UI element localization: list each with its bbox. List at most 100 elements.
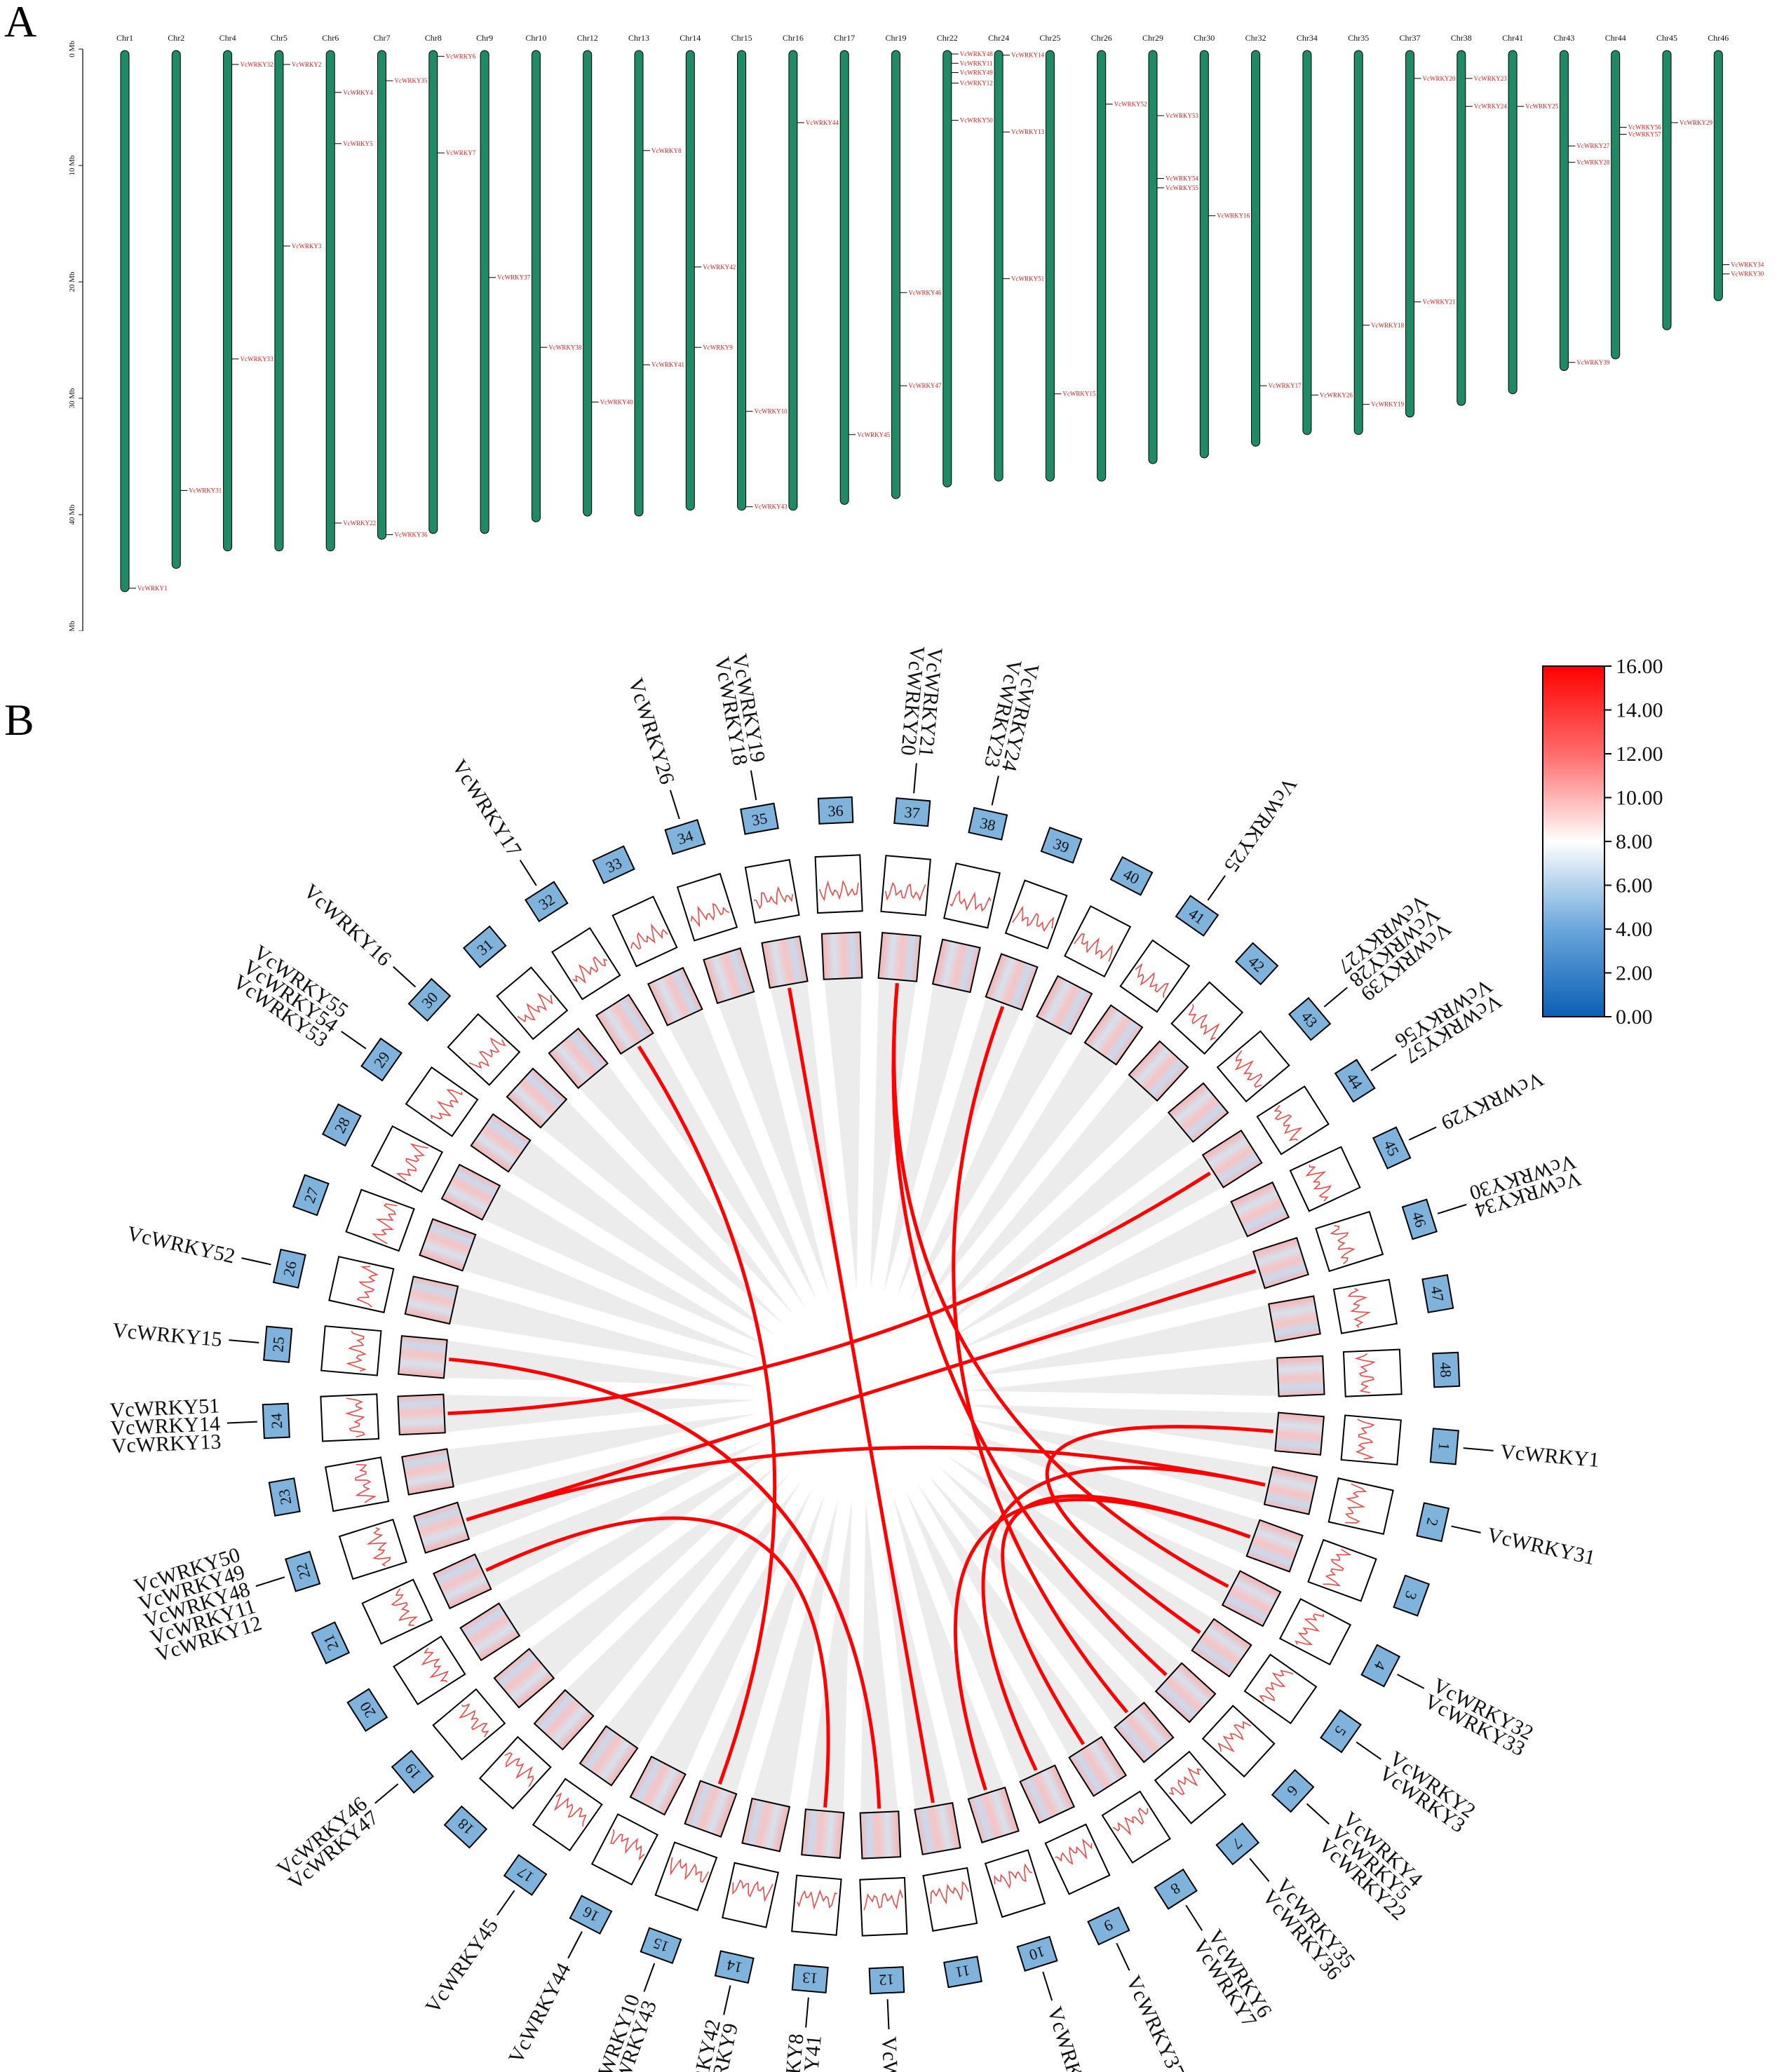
gene-label: VcWRKY14 bbox=[1011, 52, 1044, 59]
density-band bbox=[956, 1193, 1264, 1351]
density-line bbox=[1305, 1164, 1332, 1202]
heatmap-box-frame bbox=[1221, 1570, 1282, 1627]
density-box-frame bbox=[880, 855, 931, 916]
density-box bbox=[1119, 939, 1191, 1013]
density-box bbox=[722, 1862, 779, 1928]
gene-label: VcWRKY13 bbox=[1011, 128, 1044, 135]
gene-connector bbox=[750, 770, 757, 801]
segment-box bbox=[292, 1174, 330, 1217]
segment-box bbox=[321, 1103, 362, 1147]
density-line bbox=[1347, 1287, 1371, 1328]
density-box-frame bbox=[361, 1578, 433, 1645]
segment-box bbox=[346, 1688, 388, 1732]
segment-box bbox=[868, 1966, 905, 1995]
density-box bbox=[1101, 1790, 1171, 1864]
segment-box bbox=[1109, 855, 1154, 896]
chromosome-bar bbox=[891, 50, 900, 499]
density-box-frame bbox=[447, 1013, 521, 1086]
density-box-frame bbox=[328, 1256, 395, 1313]
density-band bbox=[527, 1087, 784, 1325]
density-box-frame bbox=[744, 859, 800, 924]
gene-label: VcWRKY47 bbox=[909, 382, 942, 389]
heatmap-box-frame bbox=[859, 1810, 902, 1860]
segment-box bbox=[268, 1477, 301, 1517]
gene-connector bbox=[1042, 1971, 1053, 2001]
density-band bbox=[748, 1498, 839, 1824]
gene-connector bbox=[1207, 875, 1226, 901]
density-band bbox=[964, 1300, 1292, 1377]
density-band bbox=[766, 964, 843, 1292]
gene-label: VcWRKY35 bbox=[395, 77, 428, 84]
gene-label: VcWRKY10 bbox=[755, 408, 788, 415]
density-box bbox=[405, 1066, 479, 1137]
segment-label-box: 9 bbox=[1087, 1906, 1130, 1946]
chromosome-bar bbox=[325, 50, 335, 552]
segment-box bbox=[285, 1550, 321, 1592]
segment-box bbox=[407, 977, 452, 1022]
gene-name: VcWRKY13 bbox=[111, 1430, 222, 1458]
density-line bbox=[610, 1829, 645, 1861]
chromosome-label: Chr19 bbox=[886, 33, 907, 43]
gene-name: VcWRKY52 bbox=[125, 1221, 237, 1268]
synteny-link bbox=[891, 983, 1168, 1677]
chromosome-bar bbox=[583, 50, 593, 517]
gene-label: VcWRKY16 bbox=[1217, 212, 1250, 219]
heatmap-box-frame bbox=[397, 1393, 446, 1436]
density-box bbox=[654, 1841, 718, 1911]
segment-label-box: 43 bbox=[1288, 996, 1332, 1041]
gene-connector bbox=[241, 1257, 271, 1266]
density-box-frame bbox=[393, 1635, 466, 1705]
heatmap-box bbox=[801, 1808, 845, 1859]
segment-number: 25 bbox=[269, 1336, 288, 1353]
density-line bbox=[1074, 933, 1113, 962]
segment-box bbox=[1320, 1709, 1362, 1754]
segment-box bbox=[740, 802, 779, 835]
density-line bbox=[1188, 1004, 1220, 1041]
gene-label: VcWRKY34 bbox=[1731, 261, 1764, 268]
gene-label: VcWRKY37 bbox=[497, 274, 530, 281]
density-band bbox=[446, 1228, 763, 1360]
heatmap-box-frame bbox=[579, 1725, 639, 1787]
segment-box bbox=[664, 819, 706, 855]
density-box bbox=[532, 1778, 603, 1852]
segment-label-box: 22 bbox=[285, 1550, 321, 1592]
heatmap-box bbox=[1276, 1355, 1325, 1397]
segment-box bbox=[592, 845, 635, 885]
legend-tick-label: 4.00 bbox=[1616, 918, 1653, 941]
density-band bbox=[553, 1472, 790, 1729]
segment-box bbox=[1401, 1198, 1438, 1240]
density-box bbox=[338, 1518, 407, 1580]
density-box bbox=[1243, 1653, 1318, 1725]
gene-connector bbox=[496, 1890, 515, 1916]
gene-label: VcWRKY49 bbox=[960, 69, 993, 76]
density-band bbox=[804, 1500, 852, 1830]
heatmap-box-frame bbox=[398, 1335, 448, 1379]
density-box-frame bbox=[1216, 1030, 1290, 1103]
density-line bbox=[553, 1792, 587, 1827]
segment-box bbox=[462, 925, 507, 968]
chromosome-label: Chr13 bbox=[628, 33, 649, 43]
segment-number: 12 bbox=[879, 1971, 895, 1989]
chromosome-label: Chr26 bbox=[1091, 33, 1112, 43]
chromosome-bar bbox=[120, 50, 130, 593]
density-line bbox=[1217, 1721, 1252, 1753]
segment-box bbox=[1154, 1868, 1198, 1910]
heatmap-box-frame bbox=[761, 935, 809, 989]
gene-label: VcWRKY55 bbox=[1165, 184, 1198, 191]
heatmap-box bbox=[1201, 1129, 1263, 1189]
heatmap-box bbox=[1245, 1519, 1304, 1573]
heatmap-box bbox=[1263, 1465, 1318, 1515]
density-band bbox=[659, 993, 817, 1301]
density-band bbox=[893, 1496, 1011, 1816]
density-box bbox=[1342, 1348, 1403, 1397]
segment-label-box: 16 bbox=[569, 1895, 613, 1935]
synteny-link bbox=[447, 1171, 1211, 1416]
heatmap-box-frame bbox=[1019, 1764, 1076, 1824]
gene-label: VcWRKY52 bbox=[1114, 100, 1147, 107]
density-band bbox=[694, 1494, 825, 1810]
chromosome-label: Chr1 bbox=[116, 33, 133, 43]
chromosome-bar bbox=[1611, 50, 1621, 360]
gene-label: VcWRKY5 bbox=[343, 140, 373, 147]
segment-label-box: 42 bbox=[1234, 942, 1279, 986]
gene-label: VcWRKY7 bbox=[446, 149, 476, 156]
